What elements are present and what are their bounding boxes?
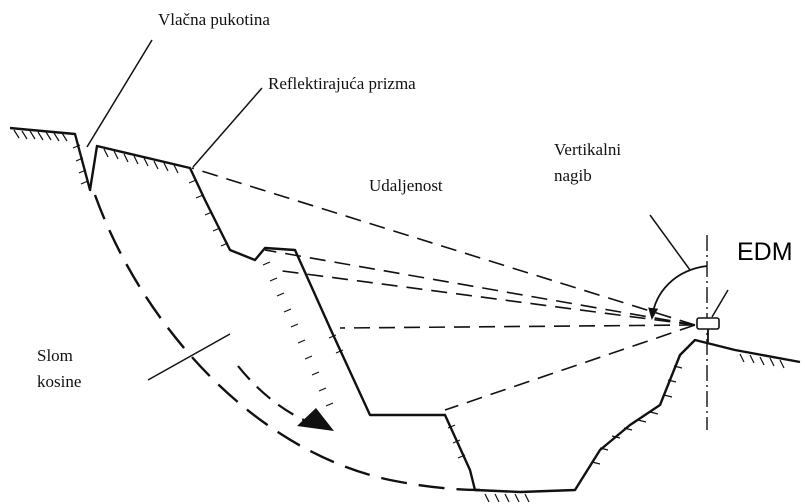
label-reflecting-prism: Reflektirajuća prizma <box>268 74 416 93</box>
label-distance: Udaljenost <box>369 176 443 195</box>
label-vertical-angle-line1: Vertikalni <box>554 140 622 159</box>
label-edm: EDM <box>737 238 793 266</box>
ground-profile <box>9 126 801 494</box>
sight-lines <box>191 167 696 411</box>
leader-lines <box>86 39 729 381</box>
failure-surface <box>93 194 481 492</box>
ground-hatching <box>13 129 785 503</box>
label-vertical-angle-line2: nagib <box>554 166 592 185</box>
label-slope-failure-line2: kosine <box>37 372 82 391</box>
label-slope-failure-line1: Slom <box>37 346 73 365</box>
edm-instrument-icon <box>696 317 720 330</box>
label-tension-crack: Vlačna pukotina <box>158 10 270 29</box>
vertical-angle-arc <box>648 265 708 320</box>
movement-arrow-head <box>297 408 334 431</box>
movement-arrow-shaft <box>237 365 319 428</box>
